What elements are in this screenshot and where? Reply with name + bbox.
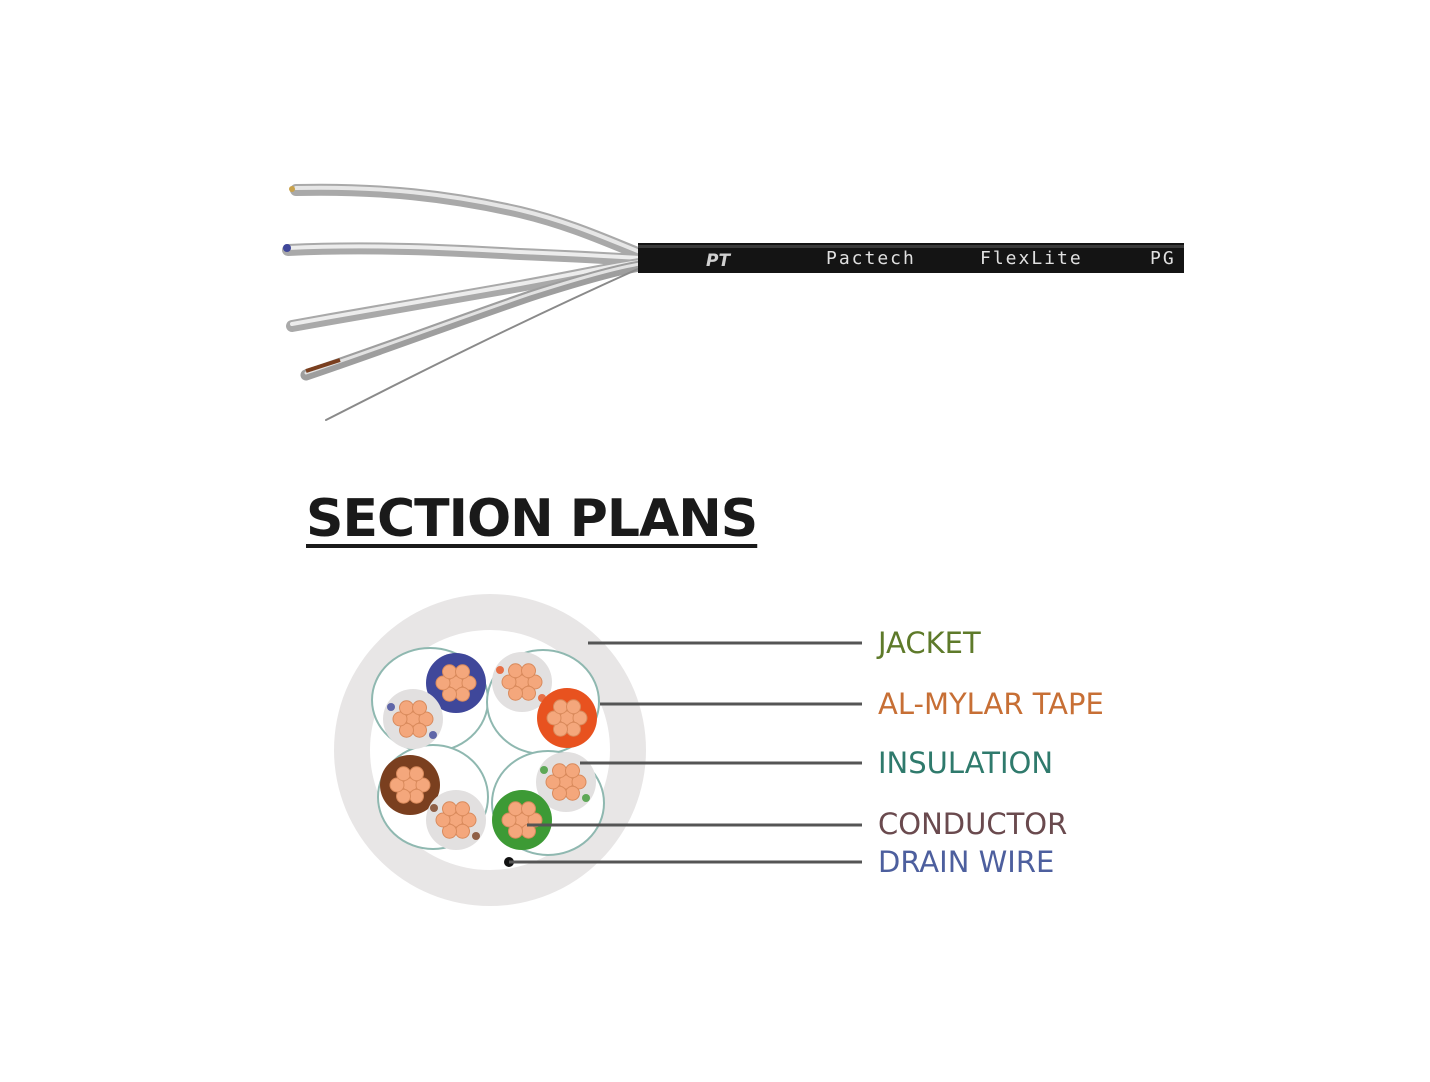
foil-pair-4 xyxy=(300,260,646,381)
jacket-brand: Pactech xyxy=(826,248,916,269)
brown-wire-strand-6 xyxy=(409,766,424,782)
foil-pair-2-highlight xyxy=(286,244,642,260)
green-wire-strand-4 xyxy=(501,812,517,828)
jacket-code: PG xyxy=(1150,248,1176,269)
section-plans-heading: SECTION PLANS xyxy=(306,489,758,549)
orange-wire-strand-1 xyxy=(572,710,588,726)
wire-tip-1 xyxy=(289,186,295,192)
label-jacket: JACKET xyxy=(878,626,981,660)
blue-white-wire-strand-4 xyxy=(392,711,408,727)
foil-pair-3-highlight xyxy=(290,260,642,326)
orange-white-wire-strand-2 xyxy=(521,685,536,701)
green-wire-strand-5 xyxy=(508,801,523,817)
brown-white-wire-strand-4 xyxy=(435,812,451,828)
orange-wire-strand-4 xyxy=(546,710,562,726)
foil-pair-1-highlight xyxy=(294,185,642,254)
blue-wire-strand-3 xyxy=(442,686,457,702)
green-white-wire-strand-3 xyxy=(552,785,567,801)
green-white-wire-strand-2 xyxy=(565,785,580,801)
stripped-cable: PT Pactech FlexLite PG xyxy=(282,183,1184,421)
jacket-logo: PT xyxy=(706,251,731,271)
green-white-wire-strand-1 xyxy=(571,774,587,790)
blue-white-wire-strand-3 xyxy=(399,722,414,738)
green-white-wire-strand-6 xyxy=(565,763,580,779)
brown-white-wire-strand-3 xyxy=(442,823,457,839)
green-white-wire-strand-5 xyxy=(552,763,567,779)
blue-wire-strand-2 xyxy=(455,686,470,702)
orange-white-wire-strand-5 xyxy=(508,663,523,679)
brown-white-wire-strand-6 xyxy=(455,801,470,817)
label-drain-wire: DRAIN WIRE xyxy=(878,845,1055,879)
conductors xyxy=(380,652,597,850)
green-white-wire-stripe-a xyxy=(540,766,548,774)
orange-white-wire-strand-4 xyxy=(501,674,517,690)
green-white-wire-strand-4 xyxy=(545,774,561,790)
orange-wire-strand-6 xyxy=(566,699,581,715)
orange-wire-strand-2 xyxy=(566,721,581,737)
brown-white-wire-stripe-b xyxy=(472,832,480,840)
green-white-wire-stripe-b xyxy=(582,794,590,802)
brown-wire-strand-2 xyxy=(409,788,424,804)
orange-white-wire-strand-1 xyxy=(527,674,543,690)
blue-white-wire-strand-1 xyxy=(418,711,434,727)
orange-white-wire-stripe-a xyxy=(496,666,504,674)
foil-pairs xyxy=(282,183,646,421)
label-al-mylar-tape: AL-MYLAR TAPE xyxy=(878,687,1104,721)
label-insulation: INSULATION xyxy=(878,746,1054,780)
jacket-model: FlexLite xyxy=(980,248,1083,269)
orange-white-wire-strand-3 xyxy=(508,685,523,701)
brown-wire-strand-3 xyxy=(396,788,411,804)
label-conductor: CONDUCTOR xyxy=(878,807,1068,841)
orange-white-wire-strand-6 xyxy=(521,663,536,679)
brown-wire-strand-4 xyxy=(389,777,405,793)
blue-white-wire-strand-2 xyxy=(412,722,427,738)
orange-wire-strand-5 xyxy=(553,699,568,715)
blue-wire-strand-6 xyxy=(455,664,470,680)
blue-wire-strand-1 xyxy=(461,675,477,691)
cross-section xyxy=(334,594,646,906)
brown-wire-strand-5 xyxy=(396,766,411,782)
blue-white-wire-stripe-a xyxy=(387,703,395,711)
blue-wire-strand-5 xyxy=(442,664,457,680)
green-wire-strand-6 xyxy=(521,801,536,817)
cable-jacket-shine xyxy=(638,245,1184,248)
blue-wire-strand-4 xyxy=(435,675,451,691)
brown-wire-strand-1 xyxy=(415,777,431,793)
blue-white-wire-strand-5 xyxy=(399,700,414,716)
green-wire-strand-3 xyxy=(508,823,523,839)
brown-white-wire-stripe-a xyxy=(430,804,438,812)
drain-wire-strand xyxy=(325,267,641,421)
brown-white-wire-strand-2 xyxy=(455,823,470,839)
blue-white-wire-stripe-b xyxy=(429,731,437,739)
brown-white-wire-strand-1 xyxy=(461,812,477,828)
brown-white-wire-strand-5 xyxy=(442,801,457,817)
orange-wire-strand-3 xyxy=(553,721,568,737)
leader-lines xyxy=(509,641,862,864)
foil-pair-4-highlight xyxy=(304,262,642,375)
blue-white-wire-strand-6 xyxy=(412,700,427,716)
wire-tip-2 xyxy=(283,244,291,252)
brown-wire-tip xyxy=(305,358,341,373)
